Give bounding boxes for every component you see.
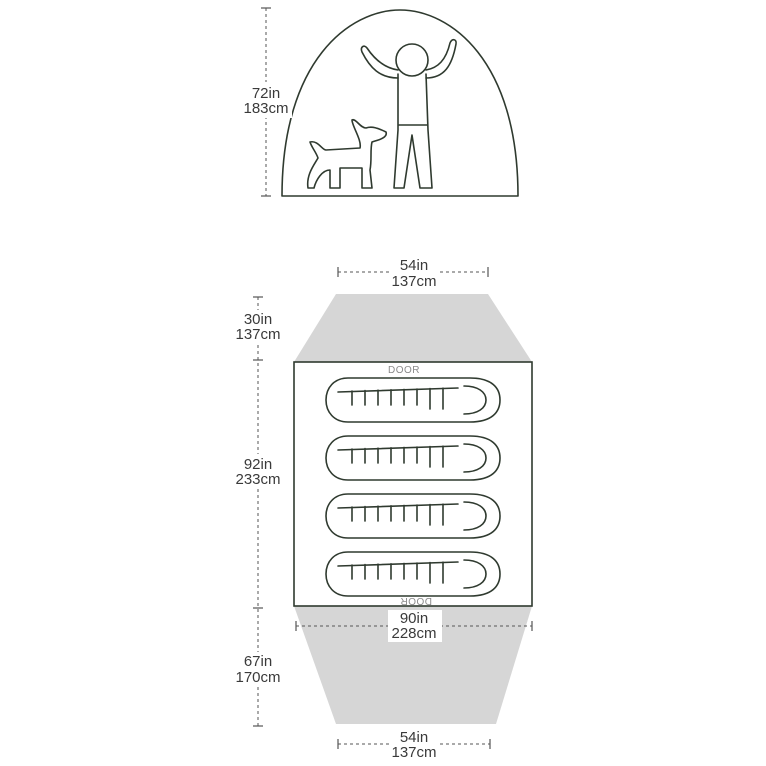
rear-vestibule bbox=[294, 606, 532, 724]
person-icon bbox=[360, 38, 457, 189]
floor-width-inches: 90in bbox=[400, 610, 428, 627]
height-centimeters: 183cm bbox=[243, 100, 288, 117]
floor-length-inches: 92in bbox=[244, 456, 272, 473]
sleeping-bag bbox=[325, 493, 501, 539]
front-vestibule-inches: 30in bbox=[244, 311, 272, 328]
dog-icon bbox=[306, 118, 388, 189]
floor-width-centimeters: 228cm bbox=[391, 625, 436, 642]
door-label-top: DOOR bbox=[388, 365, 420, 376]
dome-outline bbox=[281, 9, 519, 197]
rear-vestibule-inches: 67in bbox=[244, 653, 272, 670]
sleeping-bag bbox=[325, 435, 501, 481]
front-vestibule-centimeters: 137cm bbox=[235, 326, 280, 343]
tent-floor-plan: DOOR DOOR 54in 137cm 90in 228cm 54in 137… bbox=[226, 256, 533, 762]
tent-side-view: 72in 183cm bbox=[242, 7, 519, 197]
sleeping-bag bbox=[325, 377, 501, 423]
top-width-inches: 54in bbox=[400, 257, 428, 274]
door-label-bottom: DOOR bbox=[400, 595, 432, 606]
top-width-centimeters: 137cm bbox=[391, 273, 436, 290]
sleeping-bags bbox=[325, 377, 501, 597]
tent-floor bbox=[293, 361, 533, 607]
rear-vestibule-centimeters: 170cm bbox=[235, 669, 280, 686]
bottom-width-inches: 54in bbox=[400, 729, 428, 746]
front-vestibule bbox=[294, 294, 532, 362]
height-inches: 72in bbox=[252, 85, 280, 102]
bottom-width-centimeters: 137cm bbox=[391, 744, 436, 761]
sleeping-bag bbox=[325, 551, 501, 597]
floor-length-centimeters: 233cm bbox=[235, 471, 280, 488]
